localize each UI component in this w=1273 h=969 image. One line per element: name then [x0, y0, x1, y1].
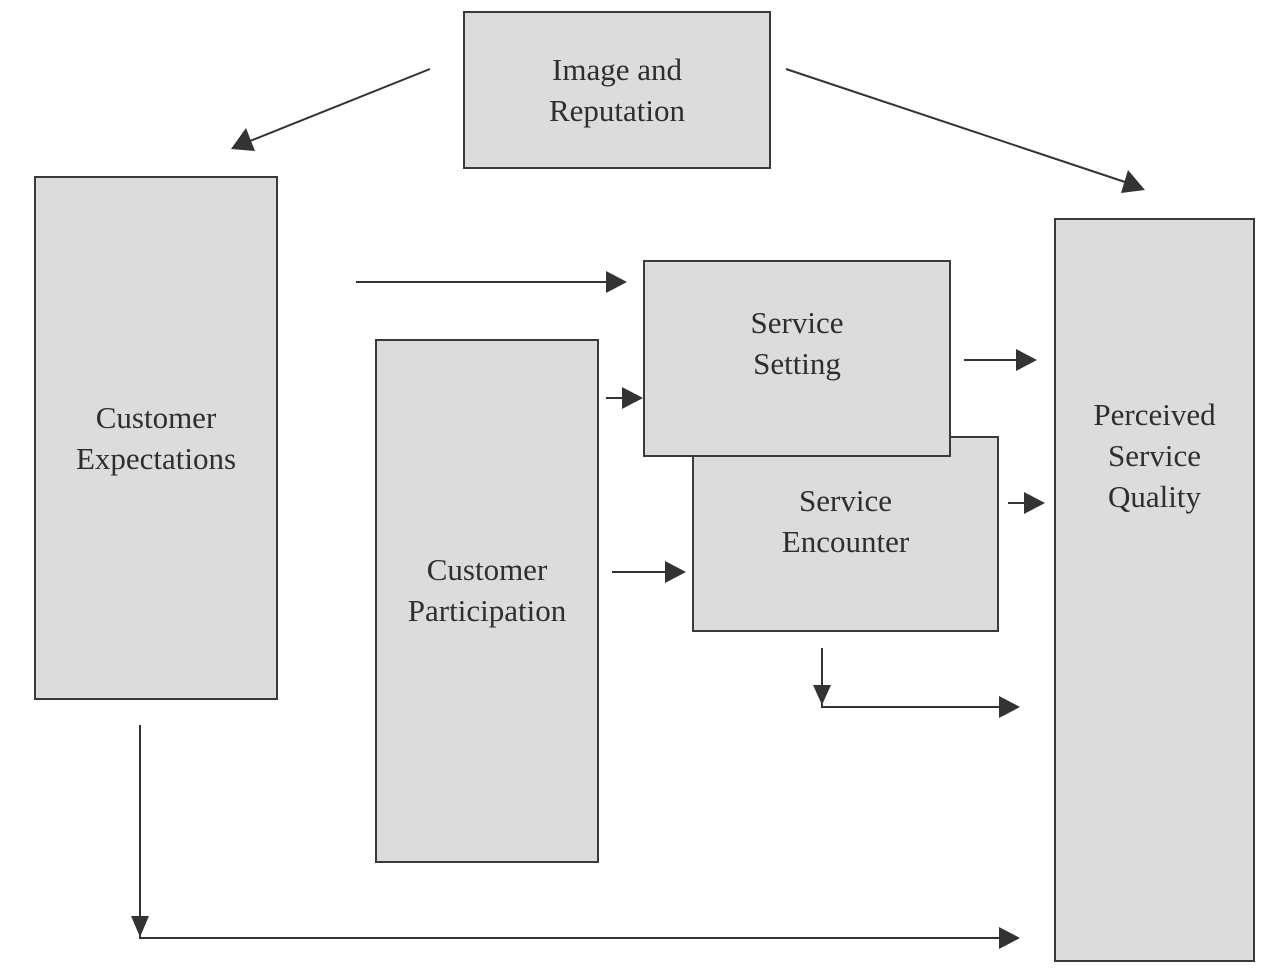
arrow-image-to-quality	[785, 68, 1126, 183]
arrow-expectations-down-to-quality	[139, 725, 1001, 939]
arrowhead-image-to-expectations	[231, 128, 255, 151]
service-setting-line2: Setting	[753, 346, 841, 381]
arrowhead-expectations-down-to-quality	[999, 927, 1020, 949]
arrowhead-expectations-down	[131, 916, 149, 937]
service-encounter-line1: Service	[799, 483, 892, 518]
service-encounter-line2: Encounter	[781, 524, 910, 559]
arrow-encounter-down-to-quality	[821, 648, 1001, 708]
customer-participation-line1: Customer	[426, 552, 548, 587]
arrowhead-participation-to-encounter	[665, 561, 686, 583]
image-reputation-line1: Image and	[552, 52, 682, 87]
arrowhead-setting-to-quality	[1016, 349, 1037, 371]
arrowhead-encounter-to-quality	[1024, 492, 1045, 514]
arrow-image-to-expectations	[249, 68, 431, 142]
perceived-service-quality-line3: Quality	[1108, 479, 1201, 514]
perceived-service-quality-line2: Service	[1108, 438, 1201, 473]
customer-expectations-line1: Customer	[95, 399, 217, 435]
arrowhead-participation-to-setting	[622, 387, 643, 409]
arrowhead-image-to-quality	[1121, 170, 1145, 193]
arrowhead-expectations-to-setting	[606, 271, 627, 293]
service-setting-line1: Service	[750, 305, 844, 340]
customer-participation-box: Customer Participation	[375, 339, 599, 863]
customer-expectations-line2: Expectations	[75, 440, 237, 476]
arrowhead-encounter-down-to-quality	[999, 696, 1020, 718]
image-reputation-line2: Reputation	[548, 93, 686, 128]
arrowhead-encounter-down	[813, 685, 831, 705]
image-reputation-box: Image and Reputation	[463, 11, 771, 169]
perceived-service-quality-box: Perceived Service Quality	[1054, 218, 1255, 962]
perceived-service-quality-line1: Perceived	[1093, 397, 1216, 432]
service-encounter-box: Service Encounter	[692, 436, 999, 632]
customer-expectations-box: Customer Expectations	[34, 176, 278, 700]
customer-participation-line2: Participation	[407, 593, 567, 628]
service-setting-box: Service Setting	[643, 260, 951, 457]
